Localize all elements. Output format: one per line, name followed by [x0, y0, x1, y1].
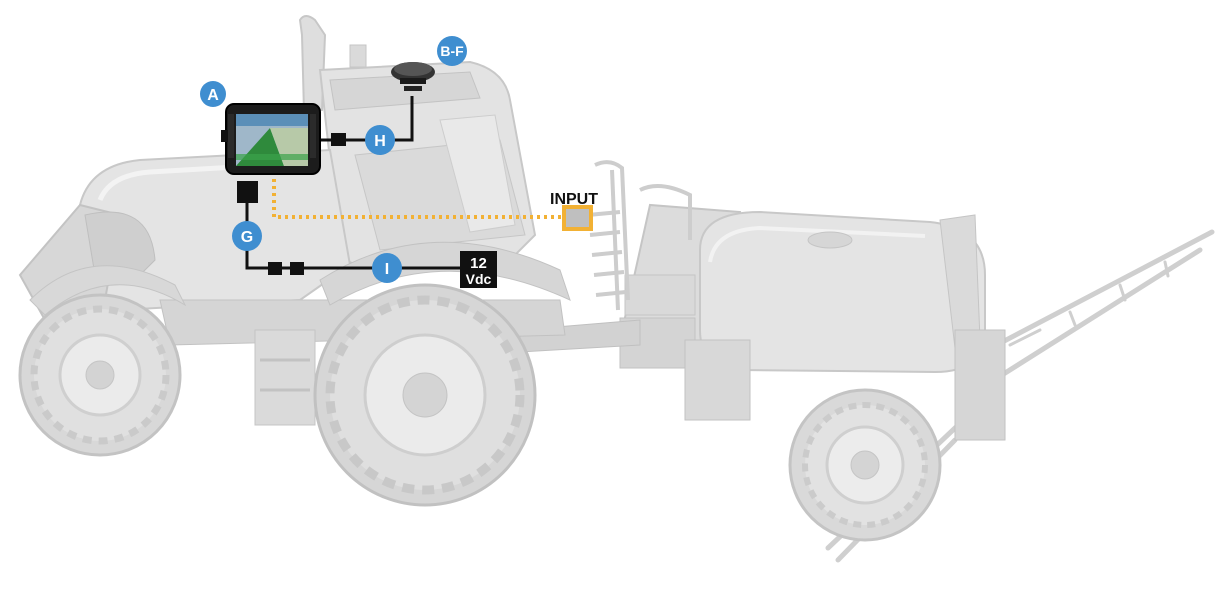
- callout-g-label: G: [241, 229, 253, 246]
- input-connector: [562, 205, 593, 231]
- antenna-plug: [331, 133, 346, 146]
- signal-cable-dotted: [272, 172, 565, 219]
- input-label: INPUT: [550, 191, 598, 208]
- tractor-rear-wheel: [313, 283, 537, 507]
- callout-i: I: [372, 253, 402, 283]
- antenna-cable: [317, 96, 414, 142]
- callout-i-label: I: [385, 261, 389, 278]
- power-source-box: [460, 251, 497, 288]
- power-voltage-label: 12: [470, 255, 487, 272]
- terminal-display-icon: [221, 103, 321, 175]
- sprayer-tank: [519, 203, 1006, 441]
- power-plug-b: [290, 262, 304, 275]
- callout-bf-label: B-F: [440, 43, 464, 59]
- sprayer-wheel: [788, 388, 942, 542]
- power-plug-a: [268, 262, 282, 275]
- gnss-antenna-icon: [391, 62, 435, 91]
- callout-g: G: [232, 221, 262, 251]
- sprayer-ladder: [587, 160, 692, 311]
- callout-a-label: A: [207, 87, 219, 104]
- tractor-body: [18, 15, 571, 426]
- callout-a: A: [200, 81, 226, 107]
- callout-h-label: H: [374, 133, 386, 150]
- power-plug-display: [237, 181, 258, 203]
- tractor-front-wheel: [18, 293, 182, 457]
- callout-bf: B-F: [437, 36, 467, 66]
- callout-h: H: [365, 125, 395, 155]
- power-unit-label: Vdc: [466, 271, 492, 287]
